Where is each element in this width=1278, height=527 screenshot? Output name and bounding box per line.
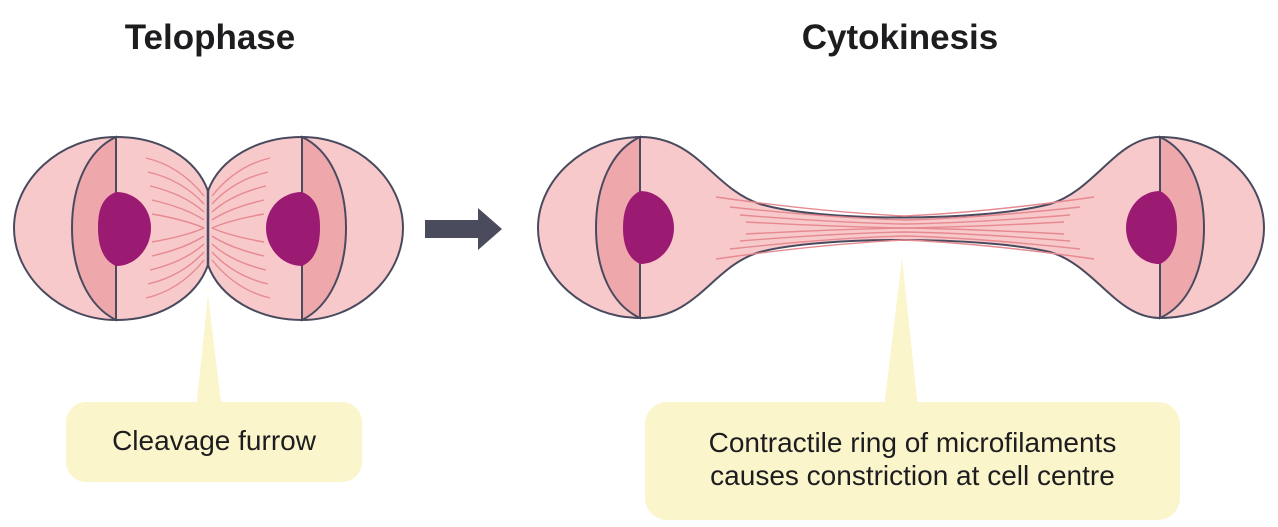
telophase-spindle-fibres <box>145 157 271 299</box>
callout-cleavage-furrow <box>66 295 362 482</box>
arrow-icon <box>425 208 502 250</box>
cytokinesis-right-pole <box>1159 135 1206 320</box>
telophase-cell <box>12 135 405 322</box>
callout-contractile-ring <box>645 258 1180 520</box>
cleavage-furrow-label: Cleavage furrow <box>66 424 362 457</box>
cytokinesis-left-pole <box>594 135 641 320</box>
cleavage-furrow-text: Cleavage furrow <box>112 425 316 456</box>
telophase-right-nucleus <box>266 192 320 266</box>
contractile-ring-microfilaments <box>715 196 1095 260</box>
contractile-ring-label: Contractile ring of microfilaments cause… <box>645 426 1180 492</box>
contractile-ring-text-line1: Contractile ring of microfilaments <box>708 427 1117 458</box>
cytokinesis-left-nucleus <box>623 191 674 264</box>
telophase-left-nucleus <box>98 192 151 266</box>
cytokinesis-cell <box>536 135 1266 320</box>
contractile-ring-text-line2: causes constriction at cell centre <box>710 460 1115 491</box>
telophase-right-pole <box>301 135 348 322</box>
title-cytokinesis: Cytokinesis <box>801 18 999 57</box>
telophase-left-pole <box>70 135 117 322</box>
cytokinesis-right-nucleus <box>1126 191 1177 264</box>
title-telophase: Telophase <box>124 18 296 57</box>
